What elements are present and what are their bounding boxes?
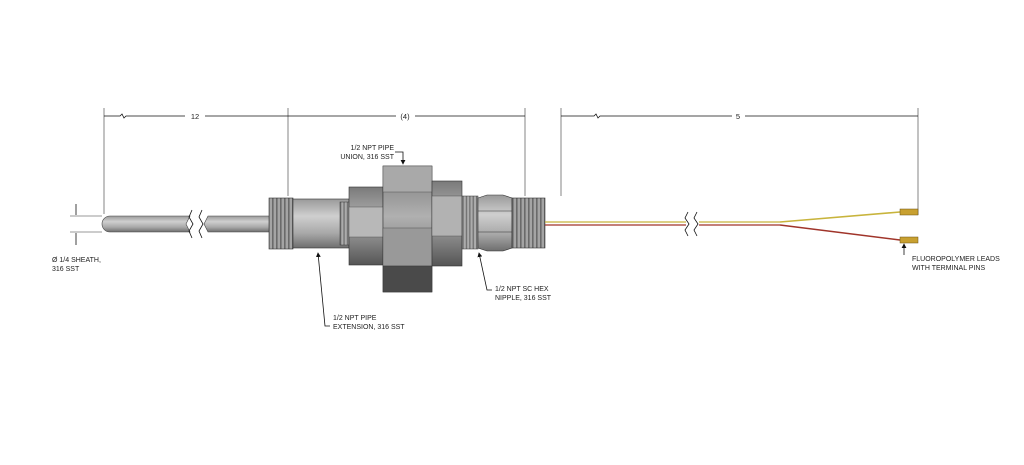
nipple-label-line2: NIPPLE, 316 SST (495, 295, 552, 302)
dimension-lines (70, 108, 919, 245)
probe-length-label: 12 (191, 112, 199, 121)
lead-length-label: 5 (736, 112, 740, 121)
callout-nipple: 1/2 NPT SC HEX NIPPLE, 316 SST (495, 286, 552, 302)
hex-nipple (477, 194, 546, 252)
leads-label-line1: FLUOROPOLYMER LEADS (912, 256, 1000, 263)
probe-sheath (101, 209, 271, 239)
fitting-length-label: (4) (400, 112, 410, 121)
union-label-line1: 1/2 NPT PIPE (351, 145, 395, 152)
sheath-label-line2: 316 SST (52, 266, 80, 273)
union-label-line2: UNION, 316 SST (340, 154, 394, 161)
nipple-label-line1: 1/2 NPT SC HEX (495, 286, 549, 293)
pipe-union (348, 165, 479, 293)
callout-union: 1/2 NPT PIPE UNION, 316 SST (340, 145, 394, 161)
sheath-label-line1: Ø 1/4 SHEATH, (52, 257, 101, 264)
pipe-extension (268, 197, 350, 250)
leads-label-line2: WITH TERMINAL PINS (912, 265, 985, 272)
lead-wires (545, 208, 919, 244)
leader-lines (315, 151, 907, 327)
callout-extension: 1/2 NPT PIPE EXTENSION, 316 SST (333, 315, 405, 331)
callout-leads: FLUOROPOLYMER LEADS WITH TERMINAL PINS (912, 256, 1000, 272)
extension-label-line1: 1/2 NPT PIPE (333, 315, 377, 322)
callout-sheath: Ø 1/4 SHEATH, 316 SST (52, 257, 101, 273)
extension-label-line2: EXTENSION, 316 SST (333, 324, 405, 331)
